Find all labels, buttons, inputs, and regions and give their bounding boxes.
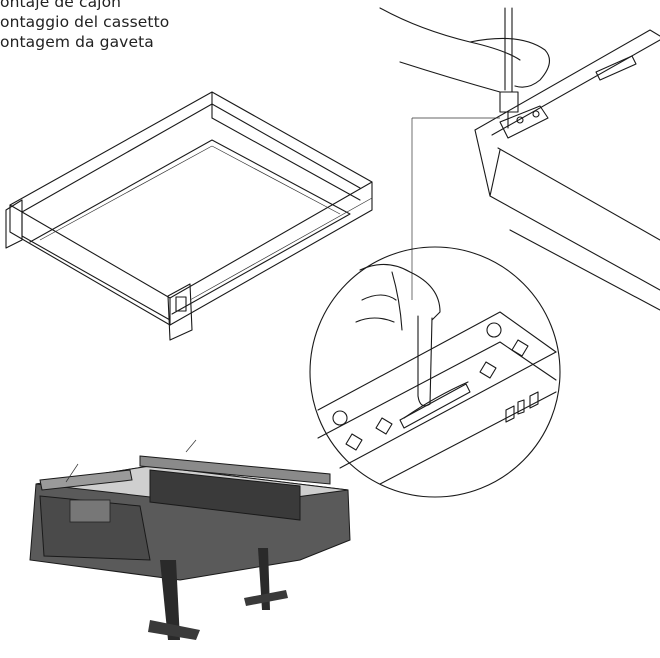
caption-block: ontaje de cajón ontaggio del cassetto on… bbox=[0, 0, 169, 52]
drawer-illustration bbox=[5, 91, 373, 341]
caption-portuguese: ontagem da gaveta bbox=[0, 33, 154, 51]
magnified-detail-illustration bbox=[309, 246, 561, 498]
assembly-bench-illustration bbox=[29, 439, 351, 640]
corner-detail-illustration bbox=[379, 7, 660, 311]
caption-spanish: ontaje de cajón bbox=[0, 0, 122, 11]
caption-italian: ontaggio del cassetto bbox=[0, 13, 170, 31]
